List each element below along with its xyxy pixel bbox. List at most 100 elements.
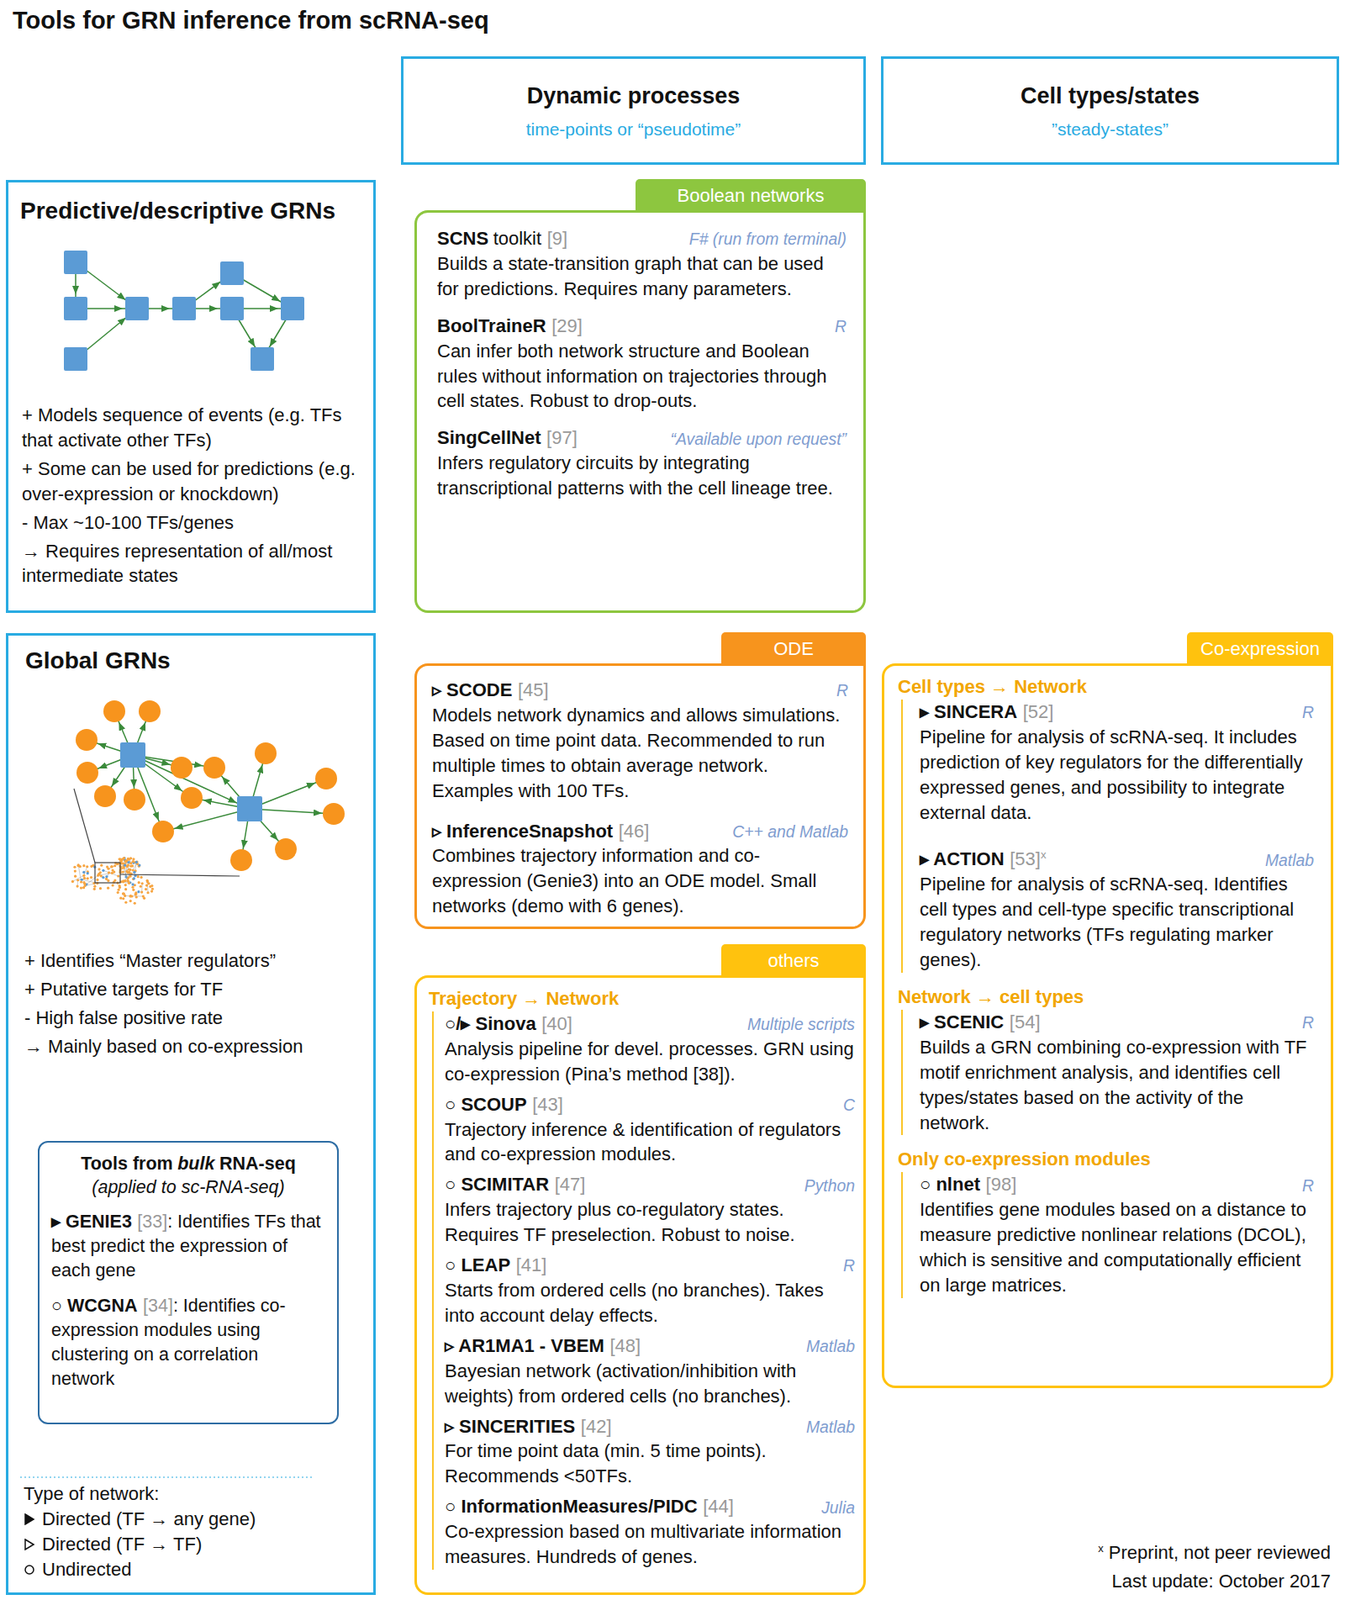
node-box: SCNStoolkit[9]F# (run from terminal)Buil…: [414, 210, 866, 613]
tool-header: ▸ SINCERA[52]R: [919, 699, 1314, 725]
column-heading: Cell types/states: [1020, 81, 1200, 111]
group-tab: others: [721, 944, 866, 978]
legend-divider: [20, 1476, 314, 1477]
tool-name: SCNS: [437, 227, 489, 249]
language-label: Matlab: [1265, 849, 1314, 871]
note-text: Type of network:: [23, 1482, 159, 1504]
label-row: Last update: October 2017: [1111, 1568, 1331, 1594]
tool-description: Pipeline for analysis of scRNA-seq. It i…: [919, 724, 1314, 826]
node-box: Cell types/states ”steady-states”: [880, 56, 1340, 165]
tool-header: ▹ SINCERITIES[42]Matlab: [444, 1413, 855, 1440]
tool-description: Can infer both network structure and Boo…: [437, 338, 847, 415]
diagram-title: Tools for GRN inference from scRNA-seq: [12, 6, 490, 35]
reference-number: [29]: [551, 315, 583, 337]
title-part: Tools from: [80, 1153, 173, 1174]
legend-row: Undirected: [23, 1556, 256, 1583]
tool-header: ▹ SCODE[45]R: [432, 677, 849, 703]
reference-number: [44]: [702, 1495, 734, 1517]
footnote-mark: x: [1097, 1541, 1104, 1555]
global-network-tfs: [120, 742, 263, 822]
tool-entry: ▹ SCODE[45]RModels network dynamics and …: [432, 677, 849, 804]
column-subheading: ”steady-states”: [1051, 119, 1169, 140]
tool-entry: ○ SCIMITAR[47]PythonInfers trajectory pl…: [444, 1171, 855, 1248]
tool-header: ▸ ACTION[53]xMatlab: [919, 846, 1314, 872]
reference-number: [43]: [532, 1093, 564, 1115]
node-box: ▹ SCODE[45]RModels network dynamics and …: [414, 663, 866, 929]
reference-number: [48]: [609, 1334, 641, 1356]
tool-header: SingCellNet[97]“Available upon request”: [437, 425, 847, 451]
reference-number: [33]: [137, 1211, 168, 1232]
legend-row: Directed (TF → TF): [23, 1531, 256, 1557]
note-text: Last update: October 2017: [1111, 1570, 1331, 1592]
tool-entry: ○ LEAP[41]RStarts from ordered cells (no…: [444, 1252, 855, 1329]
language-label: F# (run from terminal): [689, 227, 847, 250]
row-heading: Global GRNs: [25, 647, 357, 675]
tool-entry: ▹ AR1MA1 - VBEM[48]MatlabBayesian networ…: [444, 1333, 855, 1409]
reference-number: [54]: [1009, 1011, 1041, 1033]
note-text: Preprint, not peer reviewed: [1108, 1541, 1331, 1563]
tool-entry: ○ SCOUP[43]CTrajectory inference & ident…: [444, 1091, 855, 1168]
tool-entry: SingCellNet[97]“Available upon request”I…: [437, 425, 847, 502]
preprint-mark: x: [1040, 848, 1047, 861]
tool-name: ▸ SCENIC: [919, 1011, 1004, 1033]
tool-entry: ▹ InferenceSnapshot[46]C++ and MatlabCom…: [432, 818, 849, 920]
column-heading: Dynamic processes: [527, 81, 741, 111]
language-label: R: [836, 679, 849, 702]
tool-name-word: toolkit: [493, 227, 542, 249]
tool-entry: ○ WCGNA[34]: Identifies co-expression mo…: [51, 1293, 326, 1393]
group-content: ▹ SCODE[45]RModels network dynamics and …: [416, 665, 864, 926]
label-row: x Preprint, not peer reviewed: [1097, 1540, 1331, 1566]
column-subheading: time-points or “pseudotime”: [526, 119, 742, 140]
tool-header: ○ SCOUP[43] C: [444, 1091, 855, 1118]
language-label: Matlab: [806, 1334, 855, 1357]
zoom-lines: [73, 788, 240, 883]
language-label: R: [834, 315, 847, 338]
language-label: Julia: [821, 1496, 855, 1519]
bullet-list: + Models sequence of events (e.g. TFs th…: [21, 402, 362, 592]
tool-header: ○/▸ Sinova[40]Multiple scripts: [444, 1011, 855, 1037]
tool-description: Infers trajectory plus co-regulatory sta…: [444, 1197, 855, 1248]
tool-description: Combines trajectory information and co-e…: [432, 843, 849, 919]
title-part: RNA-seq: [219, 1153, 296, 1174]
language-label: Python: [804, 1174, 855, 1197]
language-label: R: [1302, 1174, 1314, 1197]
legend-symbol: [23, 1563, 36, 1576]
group-content: Trajectory → Network○/▸ Sinova[40]Multip…: [416, 977, 864, 1577]
tool-name: BoolTraineR: [437, 315, 547, 337]
tool-description: Builds a GRN combining co-expression wit…: [919, 1034, 1314, 1136]
node-box: Predictive/descriptive GRNs+ Models sequ…: [5, 179, 376, 613]
legend-symbol: [23, 1538, 36, 1551]
box-title: Tools frombulkRNA-seq: [51, 1152, 326, 1177]
tool-name: ○ LEAP: [444, 1254, 511, 1276]
tool-entry: ▹ SINCERITIES[42]MatlabFor time point da…: [444, 1413, 855, 1490]
tool-description: For time point data (min. 5 time points)…: [444, 1438, 855, 1489]
language-label: R: [843, 1254, 855, 1277]
section-heading: Only co-expression modules: [897, 1146, 1314, 1172]
tool-name: ○ SCOUP: [444, 1093, 528, 1115]
bullet-point: + Putative targets for TF: [24, 976, 362, 1003]
tool-name: ○ nlnet: [919, 1173, 981, 1195]
legend-text: Undirected: [42, 1556, 132, 1583]
reference-number: [52]: [1023, 701, 1055, 723]
section-heading: Network → cell types: [897, 984, 1314, 1010]
tool-name: ▹ SINCERITIES: [444, 1415, 575, 1437]
group-content: SCNStoolkit[9]F# (run from terminal)Buil…: [416, 212, 864, 508]
reference-number: [40]: [541, 1012, 573, 1034]
node-box: Tools frombulkRNA-seq(applied to sc-RNA-…: [37, 1140, 339, 1425]
reference-number: [9]: [547, 227, 568, 249]
label-row: Type of network:: [23, 1481, 159, 1507]
node-box: Trajectory → Network○/▸ Sinova[40]Multip…: [414, 975, 866, 1595]
section-heading: Trajectory → Network: [428, 986, 855, 1012]
language-label: “Available upon request”: [669, 427, 847, 450]
reference-number: [97]: [546, 427, 578, 449]
tool-name: ▹ InferenceSnapshot: [432, 820, 613, 842]
tool-name: ▹ AR1MA1 - VBEM: [444, 1334, 605, 1356]
tool-description: Analysis pipeline for devel. processes. …: [444, 1036, 855, 1087]
tool-name: ○ InformationMeasures/PIDC: [444, 1495, 698, 1517]
group-tab: Co-expression: [1186, 632, 1334, 666]
predictive-network: [75, 262, 293, 359]
section-bracket: ○ nlnet[98]RIdentifies gene modules base…: [901, 1171, 1314, 1298]
language-label: C: [843, 1093, 855, 1116]
tool-name: ▹ SCODE: [432, 679, 512, 701]
language-label: R: [1302, 1011, 1314, 1034]
